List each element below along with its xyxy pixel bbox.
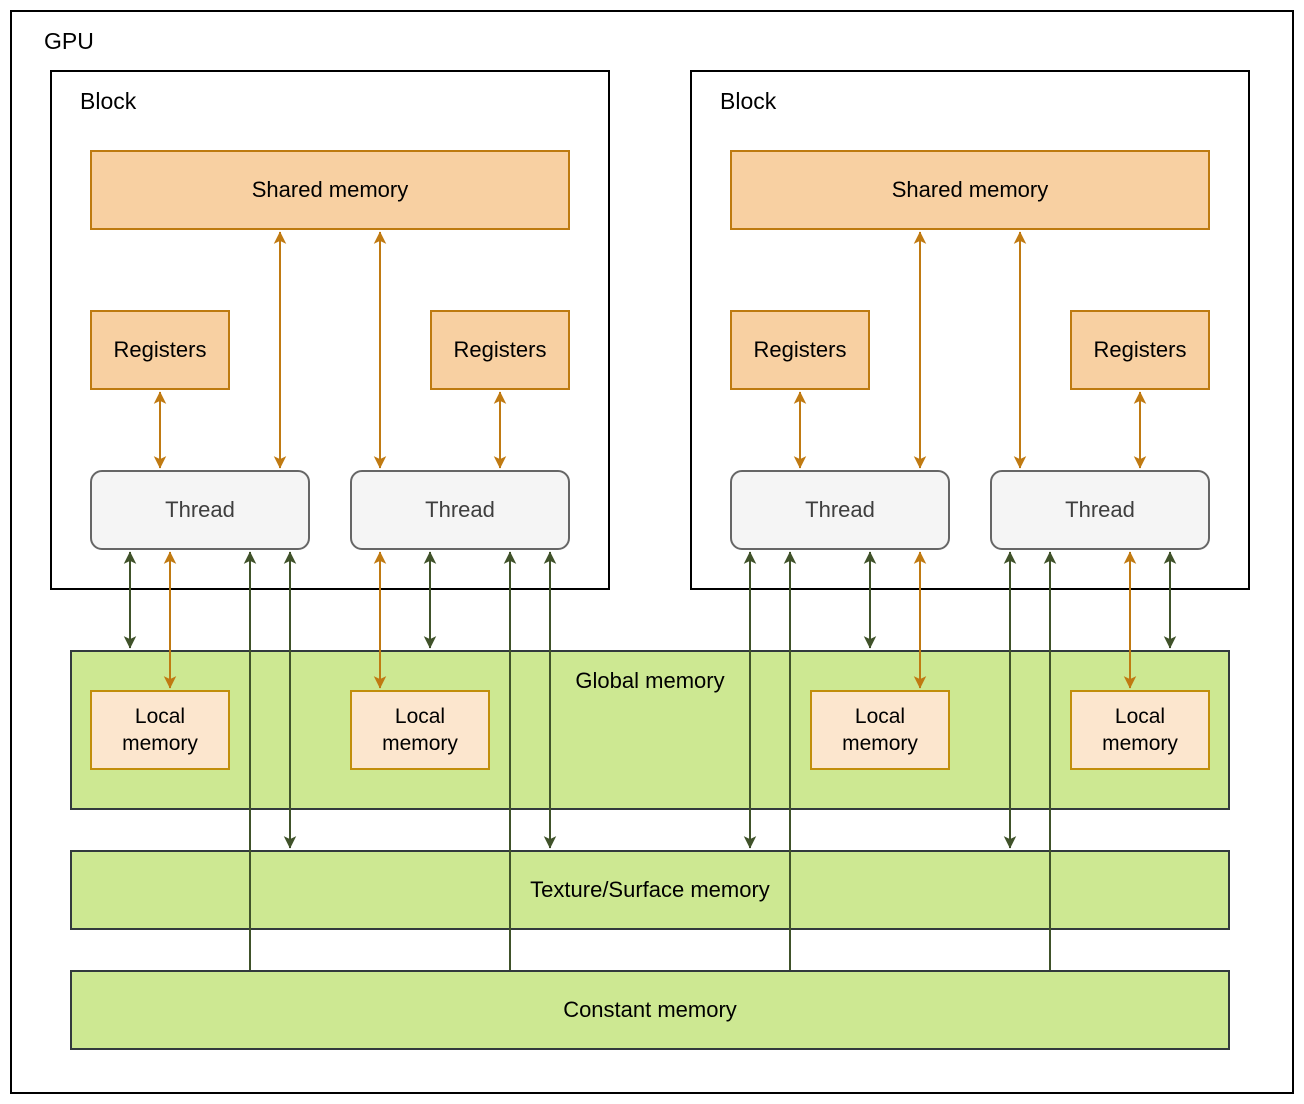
constant-memory-label: Constant memory [563,997,737,1022]
thread-2a-label: Thread [805,497,875,522]
registers-2b: Registers [1070,310,1210,390]
local-memory-2-label: Local memory [382,705,458,755]
texture-memory-band: Texture/Surface memory [70,850,1230,930]
local-memory-3: Local memory [810,690,950,770]
thread-2b-label: Thread [1065,497,1135,522]
registers-1b-label: Registers [453,337,547,362]
shared-memory-2: Shared memory [730,150,1210,230]
local-memory-4-label: Local memory [1102,705,1178,755]
local-memory-3-label: Local memory [842,705,918,755]
gpu-container-box [10,10,1294,1094]
registers-2b-label: Registers [1093,337,1187,362]
registers-1a-label: Registers [113,337,207,362]
local-memory-4: Local memory [1070,690,1210,770]
block-1-label: Block [80,88,137,114]
registers-2a: Registers [730,310,870,390]
shared-memory-1-label: Shared memory [251,177,409,202]
thread-2b: Thread [990,470,1210,550]
shared-memory-1: Shared memory [90,150,570,230]
thread-1b-label: Thread [425,497,495,522]
global-memory-band: Global memory [70,650,1230,810]
thread-1a-label: Thread [165,497,235,522]
shared-memory-2-label: Shared memory [891,177,1049,202]
local-memory-1-label: Local memory [122,705,198,755]
local-memory-1: Local memory [90,690,230,770]
thread-1a: Thread [90,470,310,550]
block-2-box [690,70,1250,590]
block-2-label: Block [720,88,777,114]
texture-memory-label: Texture/Surface memory [530,877,770,902]
gpu-label: GPU [44,28,94,54]
local-memory-2: Local memory [350,690,490,770]
registers-1b: Registers [430,310,570,390]
registers-1a: Registers [90,310,230,390]
thread-1b: Thread [350,470,570,550]
block-1-box [50,70,610,590]
global-memory-label: Global memory [575,668,725,693]
thread-2a: Thread [730,470,950,550]
registers-2a-label: Registers [753,337,847,362]
constant-memory-band: Constant memory [70,970,1230,1050]
